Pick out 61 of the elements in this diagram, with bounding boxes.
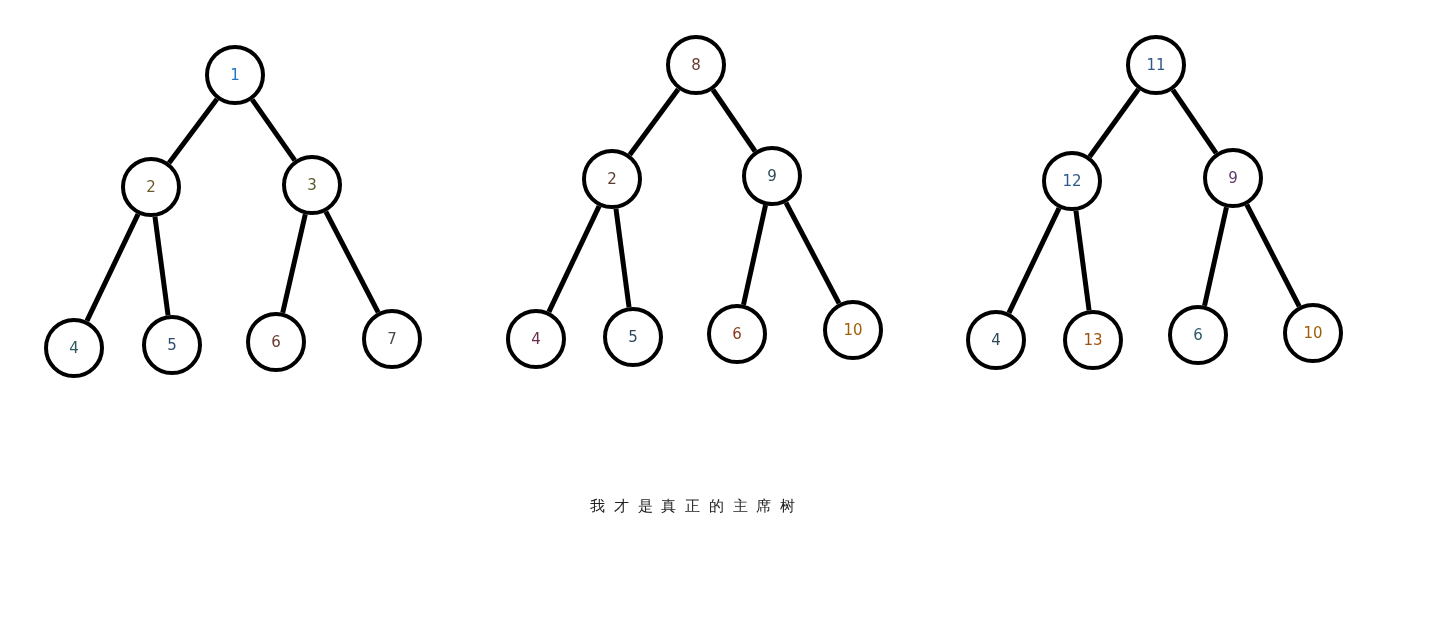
tree-node-circle <box>1168 305 1228 365</box>
tree-node-circle <box>282 155 342 215</box>
node-number: 7 <box>387 330 397 348</box>
tree-node-circle <box>1126 35 1186 95</box>
edge-line <box>1006 207 1062 314</box>
node-number: 9 <box>767 167 777 185</box>
edge-line <box>250 98 297 162</box>
tree-node-circle <box>246 312 306 372</box>
edge-line <box>710 88 758 153</box>
edge-line <box>167 97 219 165</box>
tree-node-circle <box>506 309 566 369</box>
node-number: 6 <box>271 333 281 351</box>
tree-node-circle <box>582 149 642 209</box>
edge-line <box>323 210 381 314</box>
node-number: 4 <box>991 331 1001 349</box>
edge-line <box>627 87 681 157</box>
tree-node-circle <box>1063 310 1123 370</box>
node-number: 2 <box>607 170 617 188</box>
tree-node-circle <box>1283 303 1343 363</box>
node-number: 10 <box>843 321 863 339</box>
tree-node-circle <box>742 146 802 206</box>
node-number: 8 <box>691 56 701 74</box>
tree-node-circle <box>44 318 104 378</box>
tree-node-circle <box>603 307 663 367</box>
node-number: 6 <box>1193 326 1203 344</box>
tree-node-circle <box>362 309 422 369</box>
node-number: 4 <box>69 339 79 357</box>
tree-node-circle <box>966 310 1026 370</box>
node-number: 10 <box>1303 324 1323 342</box>
node-number: 5 <box>167 336 177 354</box>
edge-line <box>280 213 308 314</box>
tree-node-circle <box>707 304 767 364</box>
edge-line <box>546 205 602 313</box>
caption-text: 我 才 是 真 正 的 主 席 树 <box>590 497 798 516</box>
edge-line <box>152 216 171 316</box>
node-number: 2 <box>146 178 156 196</box>
node-number: 11 <box>1146 56 1166 74</box>
node-number: 9 <box>1228 169 1238 187</box>
node-number: 12 <box>1062 172 1082 190</box>
edge-line <box>1170 88 1219 155</box>
edge-line <box>84 213 141 322</box>
edge-line <box>741 204 768 306</box>
edge-line <box>1073 210 1092 311</box>
node-number: 1 <box>230 66 240 84</box>
edge-line <box>613 208 632 308</box>
edge-line <box>1087 87 1141 159</box>
node-number: 6 <box>732 325 742 343</box>
tree-node-circle <box>666 35 726 95</box>
tree-node-circle <box>121 157 181 217</box>
tree-node-circle <box>205 45 265 105</box>
edge-line <box>1202 206 1229 307</box>
tree-node-circle <box>142 315 202 375</box>
tree-node-circle <box>1203 148 1263 208</box>
edge-line <box>783 201 842 305</box>
node-number: 13 <box>1083 331 1103 349</box>
node-number: 5 <box>628 328 638 346</box>
tree-node-circle <box>823 300 883 360</box>
node-number: 3 <box>307 176 317 194</box>
tree-node-circle <box>1042 151 1102 211</box>
node-number: 4 <box>531 330 541 348</box>
edge-line <box>1244 203 1302 308</box>
